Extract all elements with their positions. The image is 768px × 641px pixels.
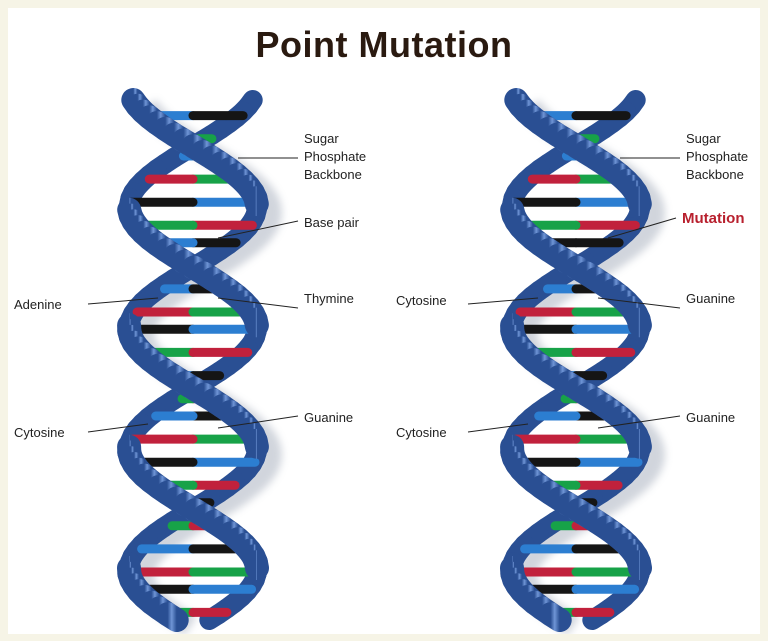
backbone-ribbon-segment	[639, 198, 640, 204]
left-adenine-label: Adenine	[14, 296, 62, 314]
backbone-ribbon-segment	[639, 320, 640, 326]
backbone-label-line: Sugar	[686, 130, 748, 148]
backbone-ribbon-segment	[639, 441, 640, 447]
helix-diagram	[8, 8, 760, 634]
left-backbone-label: Sugar Phosphate Backbone	[304, 130, 366, 184]
backbone-ribbon-segment	[551, 614, 560, 620]
diagram-frame: Point Mutation Sugar Phosphate Backbone …	[8, 8, 760, 634]
backbone-ribbon-segment	[256, 198, 257, 204]
backbone-ribbon-segment	[639, 562, 640, 568]
backbone-label-line: Backbone	[686, 166, 748, 184]
left-base-pair-label: Base pair	[304, 214, 359, 232]
right-cytosine-label: Cytosine	[396, 292, 447, 310]
backbone-ribbon-segment	[256, 320, 257, 326]
left-cytosine-label: Cytosine	[14, 424, 65, 442]
backbone-ribbon-segment	[256, 441, 257, 447]
right-guanine-label: Guanine	[686, 290, 735, 308]
backbone-label-line: Sugar	[304, 130, 366, 148]
backbone-ribbon-segment	[168, 614, 177, 620]
left-thymine-label: Thymine	[304, 290, 354, 308]
page-title: Point Mutation	[8, 24, 760, 66]
right-backbone-label: Sugar Phosphate Backbone	[686, 130, 748, 184]
left-dna-helix	[129, 100, 271, 626]
right-mutation-label: Mutation	[682, 210, 744, 228]
right-dna-helix	[512, 100, 654, 626]
backbone-label-line: Phosphate	[686, 148, 748, 166]
backbone-ribbon-segment	[256, 562, 257, 568]
right-cytosine-bottom-label: Cytosine	[396, 424, 447, 442]
backbone-label-line: Phosphate	[304, 148, 366, 166]
left-guanine-label: Guanine	[304, 409, 353, 427]
backbone-label-line: Backbone	[304, 166, 366, 184]
right-guanine-bottom-label: Guanine	[686, 409, 735, 427]
